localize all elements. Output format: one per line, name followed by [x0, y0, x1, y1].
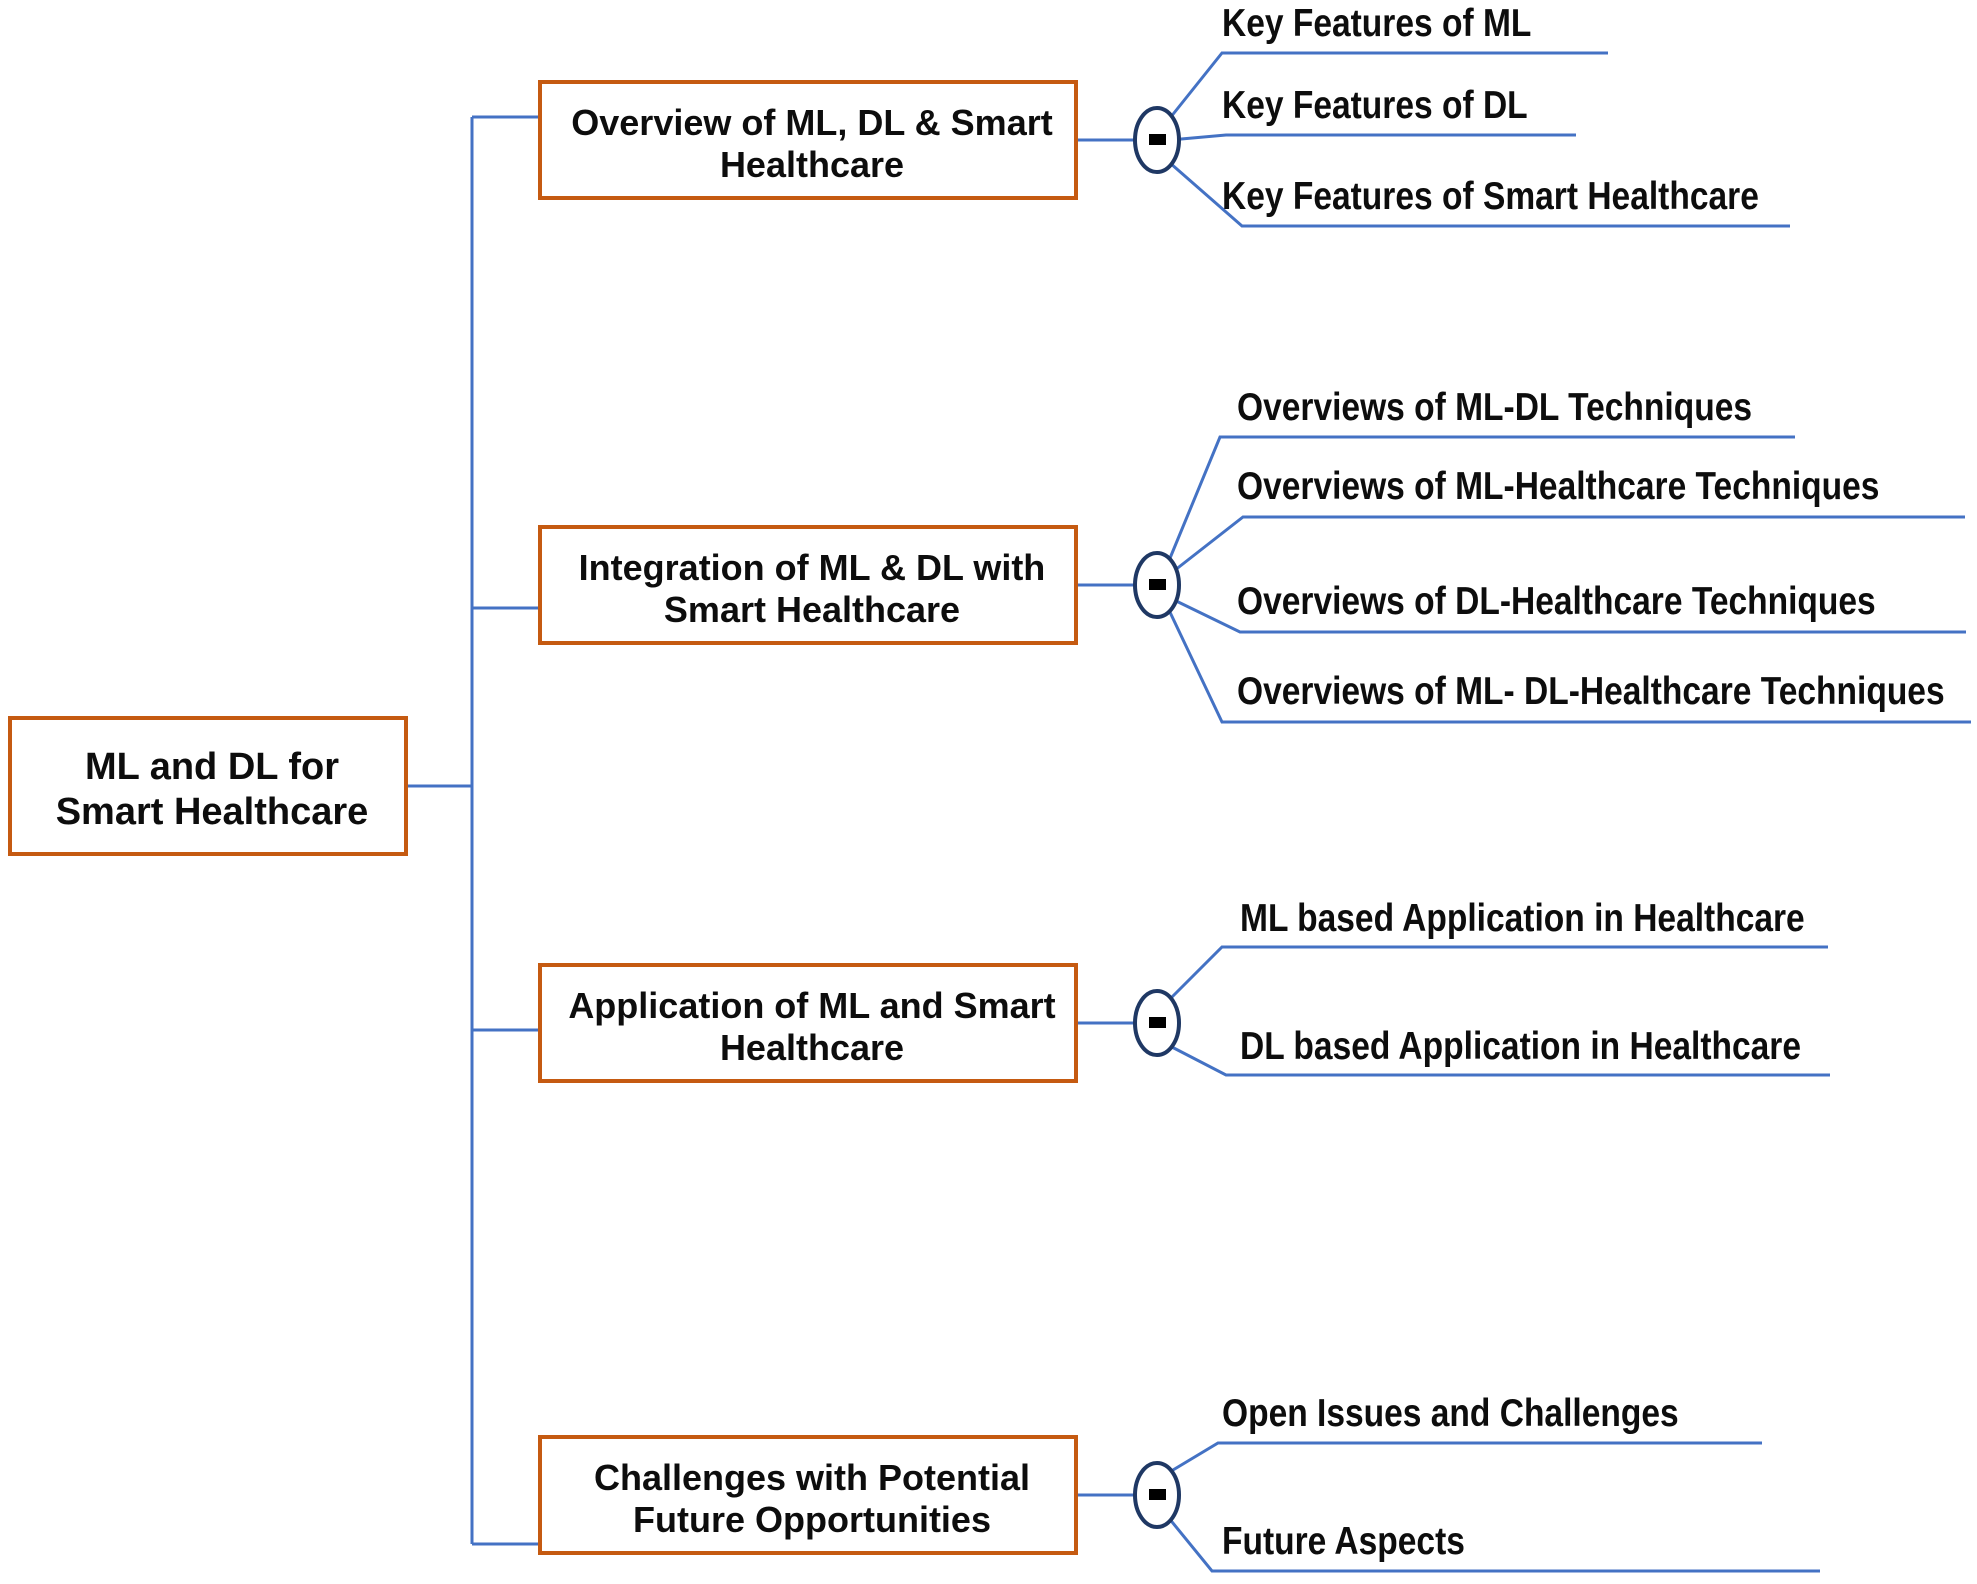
leaf-label-2-4[interactable]: Overviews of ML- DL-Healthcare Technique… [1237, 670, 1945, 713]
leaf-label-2-3[interactable]: Overviews of DL-Healthcare Techniques [1237, 580, 1876, 623]
connector-leaf-3-1 [1166, 945, 1828, 1003]
leaf-label-1-1[interactable]: Key Features of ML [1222, 2, 1532, 45]
branch-node-1[interactable]: Overview of ML, DL & Smart Healthcare [538, 80, 1078, 200]
minus-icon-branch-3[interactable] [1149, 1017, 1166, 1028]
branch-node-1-label: Overview of ML, DL & Smart Healthcare [571, 101, 1053, 185]
connector-leaf-1-1 [1168, 51, 1608, 119]
root-node-label: ML and DL for Smart Healthcare [55, 746, 369, 833]
branch-node-4-label: Challenges with Potential Future Opportu… [593, 1456, 1031, 1540]
connector-leaf-2-2 [1169, 515, 1965, 576]
connector-leaf-2-1 [1166, 435, 1795, 564]
connector-leaf-1-2 [1169, 133, 1576, 142]
minus-icon-branch-2[interactable] [1149, 579, 1166, 590]
connector-leaf-4-1 [1167, 1441, 1762, 1475]
branch-node-2[interactable]: Integration of ML & DL with Smart Health… [538, 525, 1078, 645]
toggle-group[interactable] [1133, 106, 1181, 1529]
leaf-label-3-2[interactable]: DL based Application in Healthcare [1240, 1025, 1802, 1068]
leaf-label-2-1[interactable]: Overviews of ML-DL Techniques [1237, 386, 1753, 429]
branch-node-3-label: Application of ML and Smart Healthcare [568, 984, 1056, 1068]
root-node[interactable]: ML and DL for Smart Healthcare [8, 716, 408, 856]
connector-leaf-2-3 [1169, 596, 1966, 634]
minus-icon-branch-4[interactable] [1149, 1489, 1166, 1500]
leaf-label-2-2[interactable]: Overviews of ML-Healthcare Techniques [1237, 465, 1880, 508]
connector-leaf-3-2 [1167, 1043, 1830, 1077]
connector-leaf-4-2 [1166, 1516, 1820, 1573]
leaf-label-1-3[interactable]: Key Features of Smart Healthcare [1222, 175, 1759, 218]
leaf-label-4-1[interactable]: Open Issues and Challenges [1222, 1392, 1679, 1435]
minus-icon-branch-1[interactable] [1149, 134, 1166, 145]
branch-node-3[interactable]: Application of ML and Smart Healthcare [538, 963, 1078, 1083]
connector-leaf-2-4 [1166, 607, 1971, 724]
leaf-label-3-1[interactable]: ML based Application in Healthcare [1240, 897, 1805, 940]
branch-node-4[interactable]: Challenges with Potential Future Opportu… [538, 1435, 1078, 1555]
leaf-label-1-2[interactable]: Key Features of DL [1222, 84, 1528, 127]
leaf-label-4-2[interactable]: Future Aspects [1222, 1520, 1465, 1563]
connector-leaf-1-3 [1169, 161, 1790, 228]
branch-node-2-label: Integration of ML & DL with Smart Health… [578, 546, 1046, 630]
